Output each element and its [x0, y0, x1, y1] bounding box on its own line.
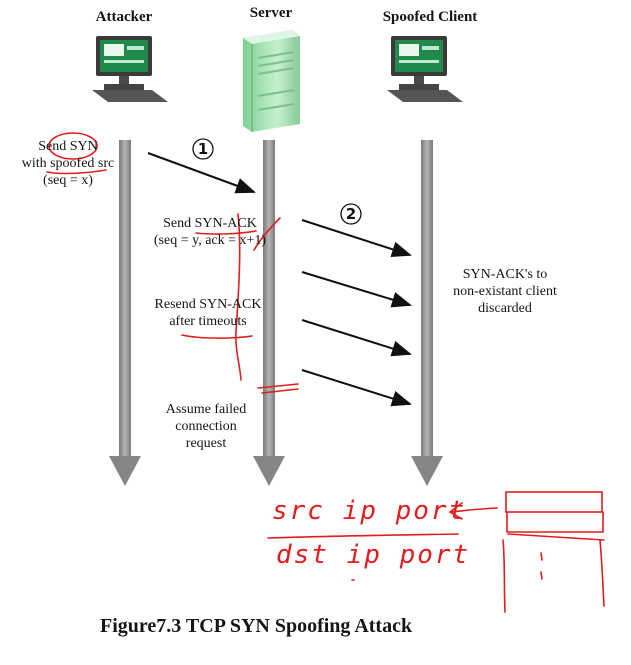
assume-note-line-2: connection	[175, 419, 237, 434]
resend-note: Resend SYN-ACK after timeouts	[140, 296, 276, 330]
synack-note: Send SYN-ACK (seq = y, ack = x+1)	[140, 215, 280, 249]
resend-note-line-2: after timeouts	[169, 314, 247, 329]
handwritten-src-line: src ip port	[272, 496, 467, 526]
attacker-note-line-2: with spoofed src	[21, 156, 115, 171]
assume-note-line-1: Assume failed	[165, 402, 247, 417]
client-computer-icon	[387, 36, 463, 102]
red-annotations	[46, 132, 605, 613]
synack-note-line-1: Send SYN-ACK	[163, 216, 257, 231]
attacker-header: Attacker	[95, 9, 153, 25]
attacker-timeline	[109, 140, 141, 486]
resend-note-line-1: Resend SYN-ACK	[154, 297, 262, 312]
attacker-note-line-3: (seq = x)	[43, 173, 93, 188]
step-2-number: 2	[345, 205, 357, 223]
client-header: Spoofed Client	[382, 9, 478, 25]
step-1-number: 1	[197, 140, 209, 158]
client-note-line-3: discarded	[478, 301, 532, 316]
client-note-line-2: non-existant client	[453, 284, 557, 299]
synack-note-line-2: (seq = y, ack = x+1)	[153, 233, 267, 248]
synack-arrow-4	[301, 369, 412, 407]
assume-failed-note: Assume failed connection request	[152, 401, 260, 452]
client-note-line-1: SYN-ACK's to	[462, 267, 548, 282]
attacker-computer-icon	[92, 36, 168, 102]
attacker-note: Send SYN with spoofed src (seq = x)	[8, 138, 128, 189]
assume-note-line-3: request	[185, 436, 227, 451]
server-tower-icon	[243, 30, 300, 132]
synack-arrow-3	[301, 319, 412, 357]
attacker-note-line-1: Send SYN	[38, 139, 98, 154]
client-note: SYN-ACK's to non-existant client discard…	[436, 266, 574, 317]
syn-arrow	[147, 152, 256, 194]
synack-arrow-1	[301, 219, 412, 258]
server-header: Server	[249, 5, 293, 21]
server-timeline	[253, 140, 285, 486]
step-1-circle	[192, 138, 214, 160]
client-timeline	[411, 140, 443, 486]
step-2-circle	[340, 203, 362, 225]
handwritten-dst-line: dst ip port	[276, 540, 471, 570]
figure-caption: Figure7.3 TCP SYN Spoofing Attack	[100, 615, 413, 637]
synack-arrow-2	[301, 271, 412, 308]
